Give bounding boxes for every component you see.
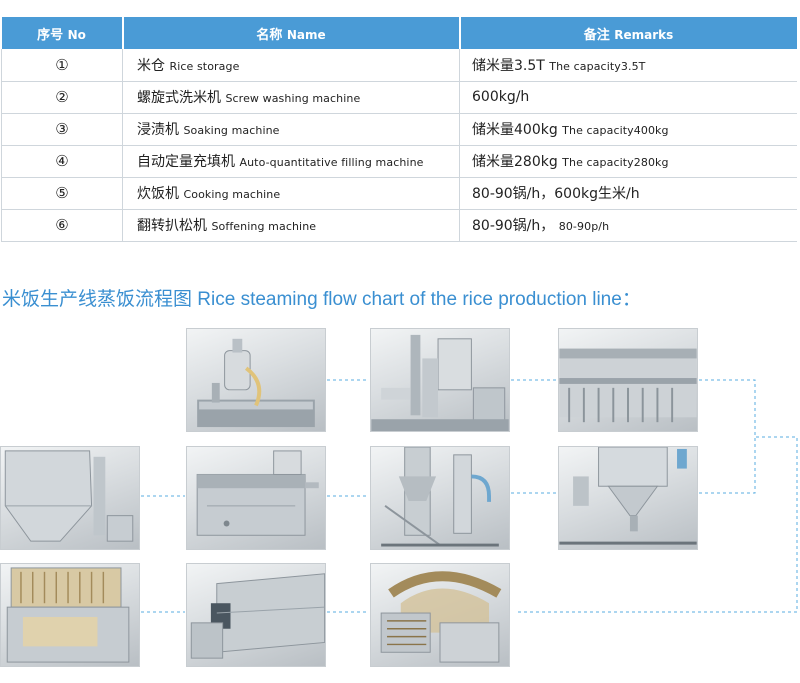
table-row: ⑥ 翻转扒松机 Soffening machine 80-90锅/h， 80-9…	[1, 209, 797, 242]
row-remark: 80-90锅/h， 80-90p/h	[459, 209, 797, 242]
auto-quantitative-filling-machine-photo	[558, 446, 698, 550]
row-number: ⑥	[1, 209, 123, 242]
row-remark: 储米量280kg The capacity280kg	[459, 145, 797, 178]
soaking-machine-photo	[558, 328, 698, 432]
table-row: ② 螺旋式洗米机 Screw washing machine 600kg/h	[1, 81, 797, 114]
header-no: 序号 No	[1, 17, 124, 49]
screw-washing-machine-photo	[370, 328, 510, 432]
row-remark: 储米量400kg The capacity400kg	[459, 113, 797, 146]
flow-chart-title: 米饭生产线蒸饭流程图 Rice steaming flow chart of t…	[2, 289, 641, 310]
cooking-machine-photo	[370, 446, 510, 550]
table-row: ④ 自动定量充填机 Auto-quantitative filling mach…	[1, 145, 797, 178]
table-row: ⑤ 炊饭机 Cooking machine 80-90锅/h，600kg生米/h	[1, 177, 797, 210]
equipment-spec-table: 序号 No 名称 Name 备注 Remarks ① 米仓 Rice stora…	[1, 17, 797, 242]
soffening-machine-photo	[0, 563, 140, 667]
row-number: ②	[1, 81, 123, 114]
table-header-row: 序号 No 名称 Name 备注 Remarks	[1, 17, 797, 49]
row-number: ⑤	[1, 177, 123, 210]
row-remark: 600kg/h	[459, 81, 797, 114]
header-remarks: 备注 Remarks	[459, 17, 797, 49]
conveyor-tunnel-photo	[186, 563, 326, 667]
row-remark: 80-90锅/h，600kg生米/h	[459, 177, 797, 210]
rice-storage-hopper-photo	[0, 446, 140, 550]
rice-storage-machine-photo	[186, 328, 326, 432]
cooling-conveyor-photo	[370, 563, 510, 667]
row-name: 米仓 Rice storage	[122, 49, 460, 82]
row-number: ③	[1, 113, 123, 146]
connector-3-4b	[699, 437, 756, 494]
row-name: 炊饭机 Cooking machine	[122, 177, 460, 210]
row-name: 浸渍机 Soaking machine	[122, 113, 460, 146]
steam-cooker-photo	[186, 446, 326, 550]
row-remark: 储米量3.5T The capacity3.5T	[459, 49, 797, 82]
header-name: 名称 Name	[122, 17, 461, 49]
row-name: 翻转扒松机 Soffening machine	[122, 209, 460, 242]
row-name: 自动定量充填机 Auto-quantitative filling machin…	[122, 145, 460, 178]
table-row: ① 米仓 Rice storage 储米量3.5T The capacity3.…	[1, 49, 797, 82]
table-row: ③ 浸渍机 Soaking machine 储米量400kg The capac…	[1, 113, 797, 146]
row-name: 螺旋式洗米机 Screw washing machine	[122, 81, 460, 114]
row-number: ①	[1, 49, 123, 82]
row-number: ④	[1, 145, 123, 178]
